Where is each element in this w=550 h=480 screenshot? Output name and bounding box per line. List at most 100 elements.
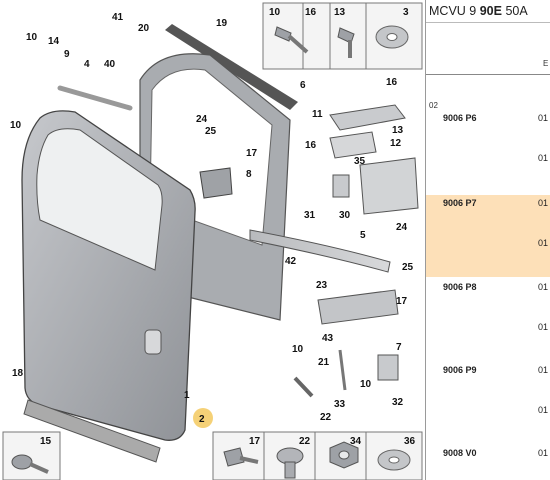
hardware-17-bolt[interactable] bbox=[223, 447, 259, 467]
pin-22[interactable] bbox=[293, 376, 314, 398]
callout-18[interactable]: 18 bbox=[12, 368, 24, 379]
callout-30[interactable]: 30 bbox=[339, 210, 351, 221]
callout-9[interactable]: 9 bbox=[64, 49, 70, 60]
door-handle-recess[interactable] bbox=[144, 329, 162, 355]
callout-22a[interactable]: 22 bbox=[320, 412, 332, 423]
part-qty: 01 bbox=[538, 238, 549, 248]
bottom-hw-label-17: 17 bbox=[249, 436, 261, 447]
callout-19[interactable]: 19 bbox=[216, 18, 228, 29]
part-qty: 01 bbox=[538, 448, 549, 458]
section-index: 02 bbox=[429, 101, 438, 110]
callout-7[interactable]: 7 bbox=[396, 342, 402, 353]
callout-31[interactable]: 31 bbox=[304, 210, 316, 221]
hinge-arm-11[interactable] bbox=[329, 104, 406, 131]
roller-arm-7[interactable] bbox=[317, 289, 399, 325]
part-qty: 01 bbox=[538, 405, 549, 415]
callout-20[interactable]: 20 bbox=[138, 23, 150, 34]
column-letter: E bbox=[543, 59, 549, 68]
callout-33[interactable]: 33 bbox=[334, 399, 346, 410]
part-ref[interactable]: 9008 V0 bbox=[443, 448, 477, 458]
callout-8[interactable]: 8 bbox=[246, 169, 252, 180]
callout-14[interactable]: 14 bbox=[48, 36, 60, 47]
callout-labels: 41 20 19 10 14 9 4 40 10 6 16 11 13 12 2… bbox=[10, 12, 414, 425]
callout-41[interactable]: 41 bbox=[112, 12, 124, 23]
hardware-10-16-bolt[interactable] bbox=[274, 26, 309, 54]
callout-43[interactable]: 43 bbox=[322, 333, 334, 344]
bottom-hw-label-36: 36 bbox=[404, 436, 416, 447]
selected-row-highlight bbox=[426, 195, 550, 277]
callout-10c[interactable]: 10 bbox=[360, 379, 372, 390]
hardware-13-bolt[interactable] bbox=[337, 27, 355, 58]
header-suffix: 50A bbox=[505, 4, 528, 18]
callout-13[interactable]: 13 bbox=[392, 125, 404, 136]
diagram-canvas: 10 16 13 3 bbox=[2, 2, 423, 480]
callout-highlight bbox=[193, 408, 213, 428]
callout-6[interactable]: 6 bbox=[300, 80, 306, 91]
callout-25a[interactable]: 25 bbox=[205, 126, 217, 137]
part-ref[interactable]: 9006 P8 bbox=[443, 282, 477, 292]
callout-16a[interactable]: 16 bbox=[386, 77, 398, 88]
callout-32[interactable]: 32 bbox=[392, 397, 404, 408]
callout-2[interactable]: 2 bbox=[199, 414, 205, 425]
hardware-3-washer[interactable] bbox=[375, 25, 409, 49]
hardware-22-rivet[interactable] bbox=[276, 447, 304, 479]
callout-10a[interactable]: 10 bbox=[26, 32, 38, 43]
callout-10b[interactable]: 10 bbox=[10, 120, 22, 131]
callout-17b[interactable]: 17 bbox=[396, 296, 408, 307]
callout-17a[interactable]: 17 bbox=[246, 148, 258, 159]
rail-33[interactable] bbox=[338, 349, 347, 391]
top-hardware-strip: 10 16 13 3 bbox=[262, 2, 423, 70]
part-qty: 01 bbox=[538, 282, 549, 292]
hardware-34-nut[interactable] bbox=[329, 441, 359, 469]
header-prefix: MCVU 9 bbox=[429, 4, 477, 18]
callout-5[interactable]: 5 bbox=[360, 230, 366, 241]
part-qty: 01 bbox=[538, 365, 549, 375]
hardware-15-screw[interactable] bbox=[11, 454, 49, 474]
part-ref[interactable]: 9006 P6 bbox=[443, 113, 477, 123]
upper-rail[interactable] bbox=[57, 85, 133, 111]
part-ref[interactable]: 9006 P9 bbox=[443, 365, 477, 375]
lock-mechanism-8[interactable] bbox=[199, 167, 233, 199]
bracket-32[interactable] bbox=[377, 354, 399, 381]
callout-42[interactable]: 42 bbox=[285, 256, 297, 267]
callout-24a[interactable]: 24 bbox=[196, 114, 208, 125]
callout-24b[interactable]: 24 bbox=[396, 222, 408, 233]
parts-reference-panel: MCVU 9 90E 50A E 02 9006 P6 01 01 9006 P… bbox=[425, 0, 550, 480]
callout-1[interactable]: 1 bbox=[184, 390, 190, 401]
lower-guide-rail[interactable] bbox=[249, 229, 391, 273]
top-hw-label-3: 3 bbox=[403, 7, 409, 18]
callout-21[interactable]: 21 bbox=[318, 357, 330, 368]
part-qty: 01 bbox=[538, 153, 549, 163]
callout-23[interactable]: 23 bbox=[316, 280, 328, 291]
top-hw-label-13: 13 bbox=[334, 7, 346, 18]
upper-weatherstrip[interactable] bbox=[165, 24, 298, 110]
callout-4[interactable]: 4 bbox=[84, 59, 90, 70]
door-window-glass[interactable] bbox=[36, 128, 163, 271]
callout-10d[interactable]: 10 bbox=[292, 344, 304, 355]
panel-subheader bbox=[426, 22, 550, 75]
callout-12[interactable]: 12 bbox=[390, 138, 402, 149]
bottom-hw-label-34: 34 bbox=[350, 436, 362, 447]
bracket-30[interactable] bbox=[332, 174, 350, 198]
callout-35[interactable]: 35 bbox=[354, 156, 366, 167]
hardware-36-washer[interactable] bbox=[377, 449, 411, 471]
panel-header: MCVU 9 90E 50A bbox=[426, 0, 550, 22]
callout-11[interactable]: 11 bbox=[312, 109, 323, 120]
lower-trim-strip[interactable] bbox=[23, 399, 161, 463]
part-qty: 01 bbox=[538, 113, 549, 123]
part-qty: 01 bbox=[538, 322, 549, 332]
part-ref[interactable]: 9006 P7 bbox=[443, 198, 477, 208]
top-hw-label-16: 16 bbox=[305, 7, 317, 18]
part-qty: 01 bbox=[538, 198, 549, 208]
bottom-hardware-strip: 15 17 22 34 36 bbox=[2, 431, 423, 480]
header-code: 90E bbox=[479, 4, 502, 18]
bottom-hw-label-15: 15 bbox=[40, 436, 52, 447]
callout-40[interactable]: 40 bbox=[104, 59, 116, 70]
callout-16b[interactable]: 16 bbox=[305, 140, 317, 151]
callout-25b[interactable]: 25 bbox=[402, 262, 414, 273]
hinge-plate-12[interactable] bbox=[329, 131, 377, 159]
panel-divider bbox=[426, 74, 550, 75]
exploded-parts-diagram: 10 16 13 3 bbox=[2, 2, 423, 480]
clip-panel-35[interactable] bbox=[359, 157, 419, 215]
bottom-hw-label-22: 22 bbox=[299, 436, 311, 447]
